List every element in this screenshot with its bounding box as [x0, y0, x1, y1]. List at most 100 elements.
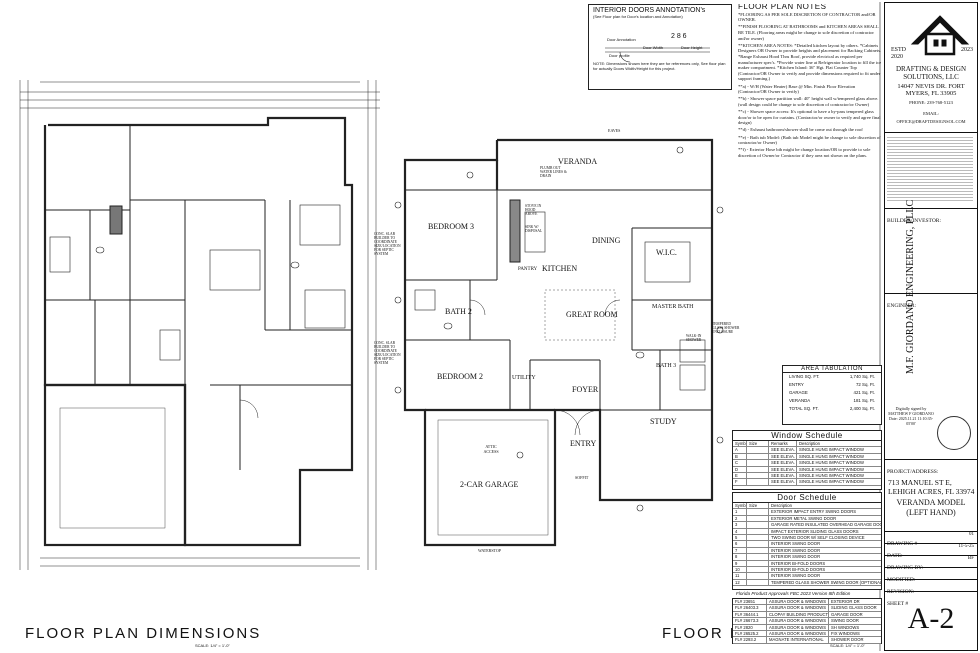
dimension-lines: [19, 80, 380, 570]
drawing-by-row: DRAWING BY:BF: [885, 556, 977, 571]
model-name: VERANDA MODEL (LEFT HAND): [896, 498, 966, 517]
interior-doors-note: NOTE: Dimensions shown here they are for…: [593, 61, 726, 71]
area-row: LIVING SQ. FT.1,740 Sq. Ft.: [789, 374, 875, 379]
label-door-width: Door Width: [643, 45, 664, 50]
interior-doors-title: INTERIOR DOORS ANNOTATION's: [593, 7, 706, 14]
room-foyer: FOYER: [572, 385, 599, 394]
callout-soffit: SOFFIT: [575, 475, 589, 480]
room-bedroom2: BEDROOM 2: [437, 372, 484, 381]
room-kitchen: KITCHEN: [542, 264, 578, 273]
area-tabulation-title: AREA TABULATION: [783, 366, 881, 373]
left-plan-interior: [45, 125, 352, 529]
company-name: DRAFTING & DESIGN SOLUTIONS, LLC: [896, 65, 966, 81]
modified-row: MODIFIED:: [885, 568, 977, 583]
note-item: **e) - Bath tub Model: (Bath tub Model m…: [738, 134, 881, 146]
company-block: ESTD 2020 2023 DRAFTING & DESIGN SOLUTIO…: [885, 3, 977, 133]
note-item: **d) - Exhaust bathroom/shower shall be …: [738, 127, 863, 133]
note-item: **KITCHEN AREA NOTES: *Detailed kitchen …: [738, 42, 882, 82]
right-plan-interior: [405, 189, 712, 536]
area-row: TOTAL SQ. FT.2,400 Sq. Ft.: [789, 406, 875, 411]
sheet-number-block: SHEET # A-2: [885, 592, 977, 650]
callout-eaves: EAVES: [608, 128, 621, 133]
note-item: *FLOORING AS PER SOLE DISCRETION OF CONT…: [738, 11, 876, 23]
door-annotation-diagram: [605, 47, 710, 63]
window-schedule-table: Window Schedule SymbolSizeRemarksDescrip…: [732, 430, 882, 490]
room-entry: ENTRY: [570, 439, 597, 448]
company-email-label: EMAIL:: [923, 111, 939, 116]
callout-plumbing: PLUMB OUT WATER LINES & DRAIN: [540, 166, 567, 178]
window-schedule-title: Window Schedule: [733, 431, 881, 441]
note-item: **c) - Shower space access: It's optiona…: [738, 109, 881, 126]
revision-row: REVISION:: [885, 580, 977, 595]
engineer-stamp: [937, 416, 971, 450]
callout-walkin: WALK-IN SHOWER: [686, 334, 702, 342]
company-logo: [910, 15, 970, 56]
note-item: **FINISH FLOORING AT BATHROOMS and KITCH…: [738, 24, 879, 41]
note-item: **a) - W/H (Water Heater) Base @ Min. Fi…: [738, 83, 856, 95]
window-tags: [394, 146, 724, 512]
room-dining: DINING: [592, 236, 621, 245]
left-plan-walls: [43, 116, 354, 547]
room-bath2: BATH 2: [445, 307, 472, 316]
note-item: **b) - Shower space partition wall: 40" …: [738, 96, 879, 107]
room-utility: UTILITY: [512, 375, 536, 381]
floor-plan-notes: FLOOR PLAN NOTES *FLOORING AS PER SOLE D…: [738, 4, 884, 324]
table-header-row: SymbolSizeRemarksDescription: [733, 441, 881, 448]
callout-stove: STOVE IN HOOD ABOVE: [525, 204, 542, 216]
interior-doors-annotation: INTERIOR DOORS ANNOTATION's (See Floor p…: [588, 4, 732, 90]
callout-sink: SINK W/ DISPOSAL: [525, 225, 543, 233]
door-sample-code: 2 8 6: [671, 33, 687, 40]
room-master-bath: MASTER BATH: [652, 304, 694, 310]
door-schedule-table: Door Schedule SymbolSizeDescription 1EXT…: [732, 492, 882, 590]
product-approvals-title: Florida Product Approvals FBC 2023 Versi…: [736, 591, 851, 596]
interior-doors-subtitle: (See Floor plan for Door's location and …: [593, 14, 683, 19]
table-header-row: SymbolSizeDescription: [733, 503, 881, 510]
right-scale-note: SCALE: 1/4" = 1'-0": [830, 643, 865, 648]
right-plan-walls: [403, 138, 714, 547]
copyright-block: [885, 133, 977, 209]
room-pantry: PANTRY: [518, 267, 538, 272]
left-sheet-title: FLOOR PLAN DIMENSIONS: [25, 625, 262, 642]
title-block: ESTD 2020 2023 DRAFTING & DESIGN SOLUTIO…: [884, 2, 978, 651]
room-great-room: GREAT ROOM: [566, 310, 618, 319]
label-door-annotation: Door Annotation: [607, 37, 636, 42]
area-tabulation-table: AREA TABULATION LIVING SQ. FT.1,740 Sq. …: [782, 365, 882, 425]
company-phone: PHONE: 239-768-5123: [909, 100, 953, 105]
room-veranda: VERANDA: [558, 157, 598, 166]
room-wic: W.I.C.: [656, 248, 677, 257]
left-plan-fixtures: [49, 204, 346, 361]
note-item: **f) - Exterior Hose bib might be change…: [738, 147, 871, 158]
room-bath3: BATH 3: [656, 363, 677, 369]
engineer-block: ENGINEER: M.F. GIORDANO ENGINEERING, PLL…: [885, 200, 977, 460]
sheet-number: A-2: [907, 602, 955, 635]
builder-block: BUILDER/INVESTOR:: [885, 209, 977, 294]
